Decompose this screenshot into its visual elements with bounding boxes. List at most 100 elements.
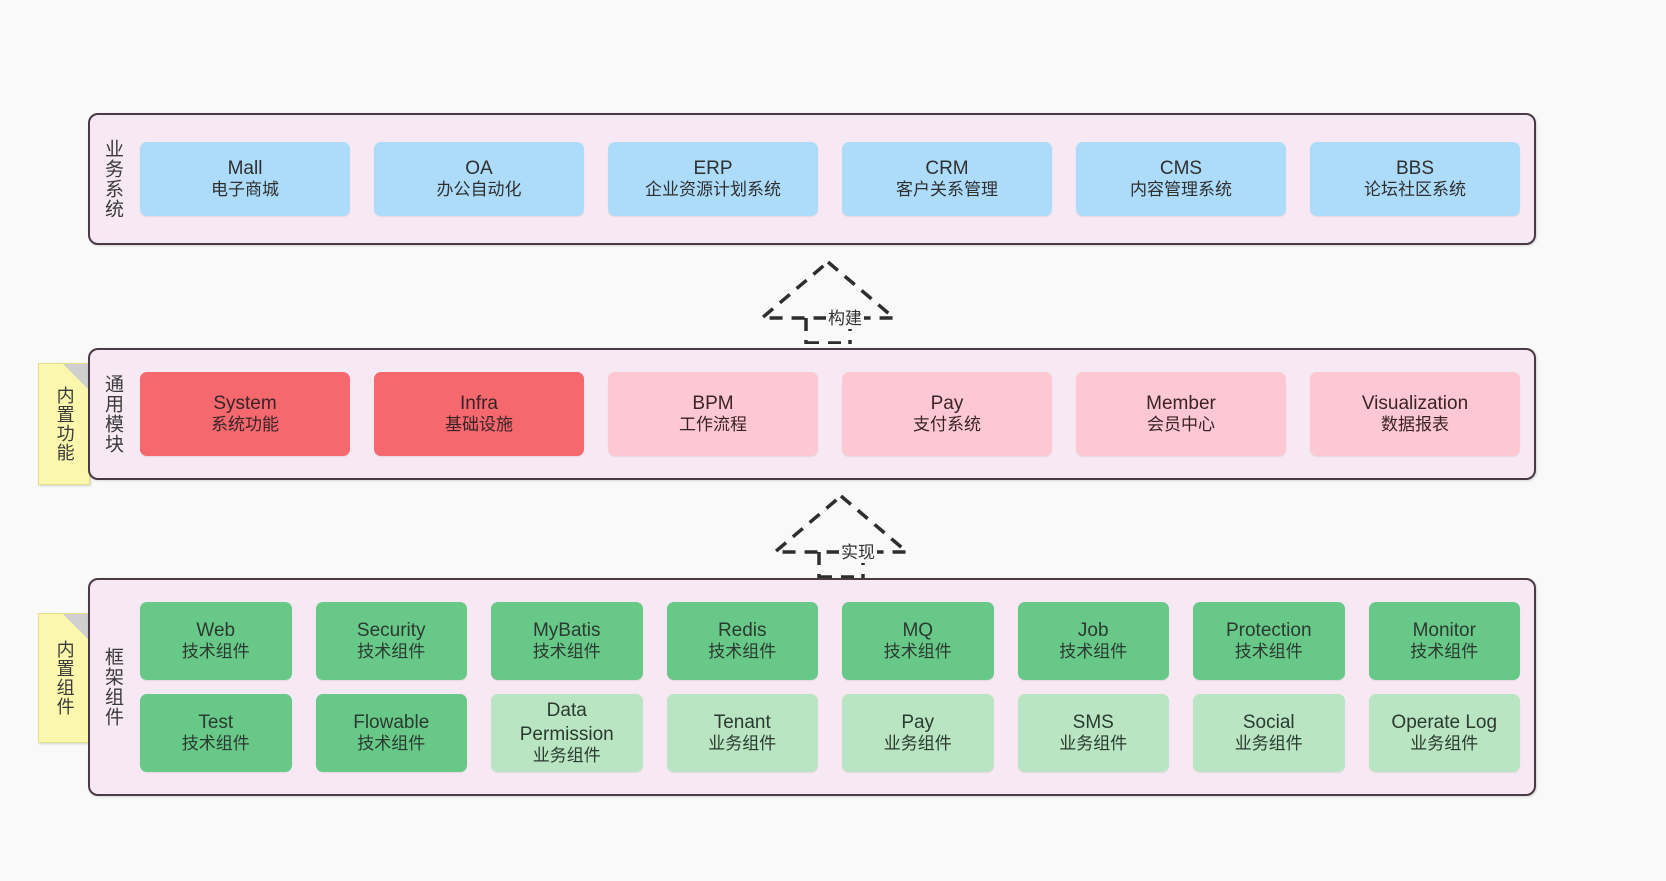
card-title: MQ	[902, 620, 934, 642]
card-subtitle: 电子商城	[211, 180, 279, 200]
card-mall[interactable]: Mall 电子商城	[140, 142, 350, 216]
card-system[interactable]: System 系统功能	[140, 372, 350, 456]
card-bpm[interactable]: BPM 工作流程	[608, 372, 818, 456]
card-subtitle: 技术组件	[1234, 642, 1303, 662]
card-title: Job	[1077, 620, 1109, 642]
connector-build: 构建	[760, 258, 896, 344]
card-subtitle: 论坛社区系统	[1364, 180, 1466, 200]
card-title: BPM	[692, 393, 734, 415]
framework-card-row-technical: Web 技术组件 Security 技术组件 MyBatis 技术组件 Redi…	[140, 602, 1520, 680]
card-member[interactable]: Member 会员中心	[1076, 372, 1286, 456]
card-subtitle: 客户关系管理	[896, 180, 998, 200]
card-title: MyBatis	[532, 620, 601, 642]
card-flowable[interactable]: Flowable 技术组件	[315, 694, 467, 772]
card-title: Redis	[717, 620, 767, 642]
card-title: Monitor	[1412, 620, 1476, 642]
connector-implement-label: 实现	[839, 538, 877, 563]
card-title: Social	[1242, 712, 1295, 734]
card-subtitle: 业务组件	[883, 734, 952, 754]
card-job[interactable]: Job 技术组件	[1017, 602, 1169, 680]
card-title: Test	[198, 712, 234, 734]
layer-common-module: 通用模块 System 系统功能 Infra 基础设施 BPM 工作流程 Pay	[88, 348, 1536, 480]
layer-title-framework-component: 框架组件	[102, 647, 124, 727]
card-oa[interactable]: OA 办公自动化	[374, 142, 584, 216]
sticky-note-label: 内置组件	[54, 640, 75, 716]
fold-corner-icon	[63, 614, 89, 640]
layer-body-common-module: System 系统功能 Infra 基础设施 BPM 工作流程 Pay 支付系统…	[134, 350, 1534, 478]
card-title: SMS	[1072, 712, 1114, 734]
connector-build-label: 构建	[826, 304, 864, 329]
card-subtitle: 业务组件	[1234, 734, 1303, 754]
card-title: Tenant	[713, 712, 771, 734]
card-subtitle: 支付系统	[913, 415, 981, 435]
card-pay-business[interactable]: Pay 业务组件	[842, 694, 994, 772]
card-title: CMS	[1159, 158, 1203, 180]
card-title: Pay	[901, 712, 935, 734]
card-subtitle: 内容管理系统	[1130, 180, 1232, 200]
card-redis[interactable]: Redis 技术组件	[666, 602, 818, 680]
card-security[interactable]: Security 技术组件	[315, 602, 467, 680]
card-monitor[interactable]: Monitor 技术组件	[1368, 602, 1520, 680]
card-subtitle: 技术组件	[181, 734, 250, 754]
layer-title-business-system: 业务系统	[102, 139, 124, 219]
card-subtitle: 技术组件	[181, 642, 250, 662]
card-title: Member	[1146, 393, 1216, 415]
card-subtitle: 业务组件	[1059, 734, 1128, 754]
card-pay[interactable]: Pay 支付系统	[842, 372, 1052, 456]
card-social[interactable]: Social 业务组件	[1193, 694, 1345, 772]
card-subtitle: 业务组件	[1410, 734, 1479, 754]
card-subtitle: 工作流程	[679, 415, 747, 435]
card-mybatis[interactable]: MyBatis 技术组件	[491, 602, 643, 680]
card-title: CRM	[925, 158, 969, 180]
card-title: Protection	[1225, 620, 1312, 642]
card-title: Data	[546, 700, 587, 722]
card-visualization[interactable]: Visualization 数据报表	[1310, 372, 1520, 456]
card-title: BBS	[1395, 158, 1435, 180]
card-subtitle: 技术组件	[1059, 642, 1128, 662]
sticky-note-label: 内置功能	[54, 386, 75, 462]
business-card-row: Mall 电子商城 OA 办公自动化 ERP 企业资源计划系统 CRM 客户关系…	[140, 142, 1520, 216]
card-operate-log[interactable]: Operate Log 业务组件	[1368, 694, 1520, 772]
layer-framework-component: 框架组件 Web 技术组件 Security 技术组件 MyBatis 技术组件…	[88, 578, 1536, 796]
layer-title-common-module: 通用模块	[102, 374, 124, 454]
card-bbs[interactable]: BBS 论坛社区系统	[1310, 142, 1520, 216]
card-erp[interactable]: ERP 企业资源计划系统	[608, 142, 818, 216]
card-cms[interactable]: CMS 内容管理系统	[1076, 142, 1286, 216]
card-subtitle: 企业资源计划系统	[645, 180, 781, 200]
card-subtitle: 办公自动化	[436, 180, 522, 200]
card-protection[interactable]: Protection 技术组件	[1193, 602, 1345, 680]
card-subtitle: 系统功能	[211, 415, 279, 435]
fold-corner-icon	[63, 364, 89, 390]
card-title: Security	[356, 620, 426, 642]
card-subtitle: 技术组件	[357, 734, 426, 754]
card-subtitle: 技术组件	[708, 642, 777, 662]
common-card-row: System 系统功能 Infra 基础设施 BPM 工作流程 Pay 支付系统…	[140, 372, 1520, 456]
connector-implement: 实现	[773, 492, 909, 578]
card-title: Mall	[227, 158, 263, 180]
card-infra[interactable]: Infra 基础设施	[374, 372, 584, 456]
card-title: System	[213, 393, 277, 415]
card-title: Pay	[930, 393, 964, 415]
card-title: OA	[465, 158, 493, 180]
card-title: Visualization	[1361, 393, 1469, 415]
card-test[interactable]: Test 技术组件	[140, 694, 292, 772]
card-subtitle: 业务组件	[708, 734, 777, 754]
card-subtitle: 业务组件	[532, 745, 601, 765]
framework-card-row-business: Test 技术组件 Flowable 技术组件 Data Permission …	[140, 694, 1520, 772]
card-subtitle: 技术组件	[1410, 642, 1479, 662]
card-crm[interactable]: CRM 客户关系管理	[842, 142, 1052, 216]
card-tenant[interactable]: Tenant 业务组件	[666, 694, 818, 772]
card-mq[interactable]: MQ 技术组件	[842, 602, 994, 680]
card-web[interactable]: Web 技术组件	[140, 602, 292, 680]
card-title-line2: Permission	[519, 723, 614, 745]
card-subtitle: 基础设施	[445, 415, 513, 435]
layer-body-business-system: Mall 电子商城 OA 办公自动化 ERP 企业资源计划系统 CRM 客户关系…	[134, 115, 1534, 243]
card-title: ERP	[693, 158, 733, 180]
card-sms[interactable]: SMS 业务组件	[1017, 694, 1169, 772]
card-title: Web	[196, 620, 236, 642]
card-data-permission[interactable]: Data Permission 业务组件	[491, 694, 643, 772]
card-subtitle: 技术组件	[532, 642, 601, 662]
card-subtitle: 会员中心	[1147, 415, 1215, 435]
card-subtitle: 技术组件	[357, 642, 426, 662]
